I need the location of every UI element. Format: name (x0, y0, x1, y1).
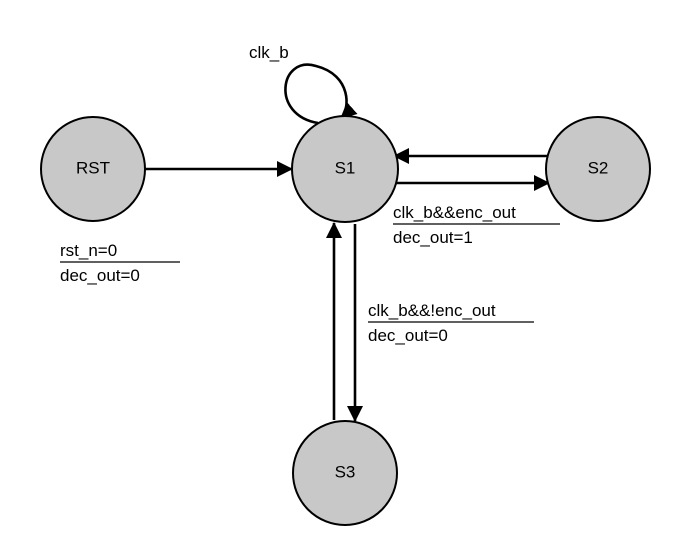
s1-to-s2-output-label: dec_out=1 (393, 228, 473, 247)
state-rst-label: RST (76, 158, 110, 177)
state-s2-label: S2 (588, 158, 609, 177)
reset-output-label: dec_out=0 (60, 266, 140, 285)
state-s1: S1 (291, 115, 399, 223)
state-s3: S3 (292, 420, 398, 526)
s1-to-s3-condition-label: clk_b&&!enc_out (368, 301, 496, 320)
reset-condition-label: rst_n=0 (60, 241, 117, 260)
s1-to-s3-output-label: dec_out=0 (368, 326, 448, 345)
state-rst: RST (40, 116, 146, 222)
state-s1-label: S1 (335, 158, 356, 177)
state-s2: S2 (545, 116, 651, 222)
edge-s1-self-loop (284, 63, 358, 125)
self-loop-label: clk_b (249, 43, 289, 62)
state-s3-label: S3 (335, 462, 356, 481)
s1-to-s2-condition-label: clk_b&&enc_out (393, 203, 516, 222)
